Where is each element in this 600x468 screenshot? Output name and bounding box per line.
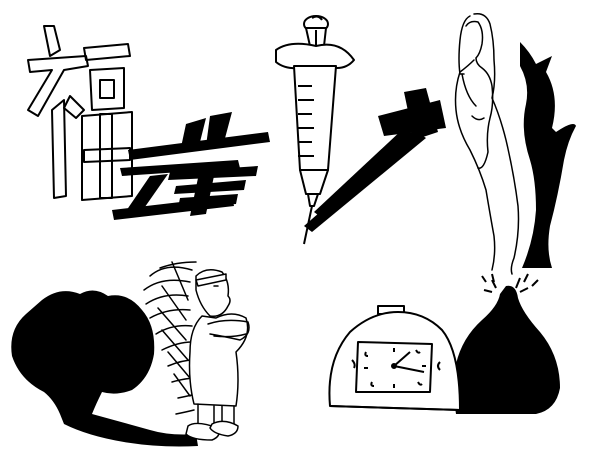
bomb-shadow — [454, 285, 560, 414]
character-shadow — [112, 112, 270, 220]
fuse-sparks — [483, 277, 529, 293]
syringe — [275, 15, 355, 245]
chief-rooster-shadow-panel — [11, 261, 250, 447]
native-chief — [143, 261, 250, 441]
dome-clock — [328, 305, 461, 411]
clock-bomb-shadow-panel — [328, 277, 560, 414]
woman-silhouette — [454, 12, 520, 275]
cross-shadow — [304, 88, 446, 232]
cat-shadow — [520, 42, 576, 268]
woman-cat-shadow-panel — [454, 12, 576, 287]
syringe-cross-shadow-panel — [275, 15, 446, 245]
fu-character-shadow-panel — [27, 25, 270, 220]
woman-shadow-base — [481, 273, 539, 287]
character-outline — [27, 25, 133, 201]
rooster-shadow — [11, 290, 199, 447]
